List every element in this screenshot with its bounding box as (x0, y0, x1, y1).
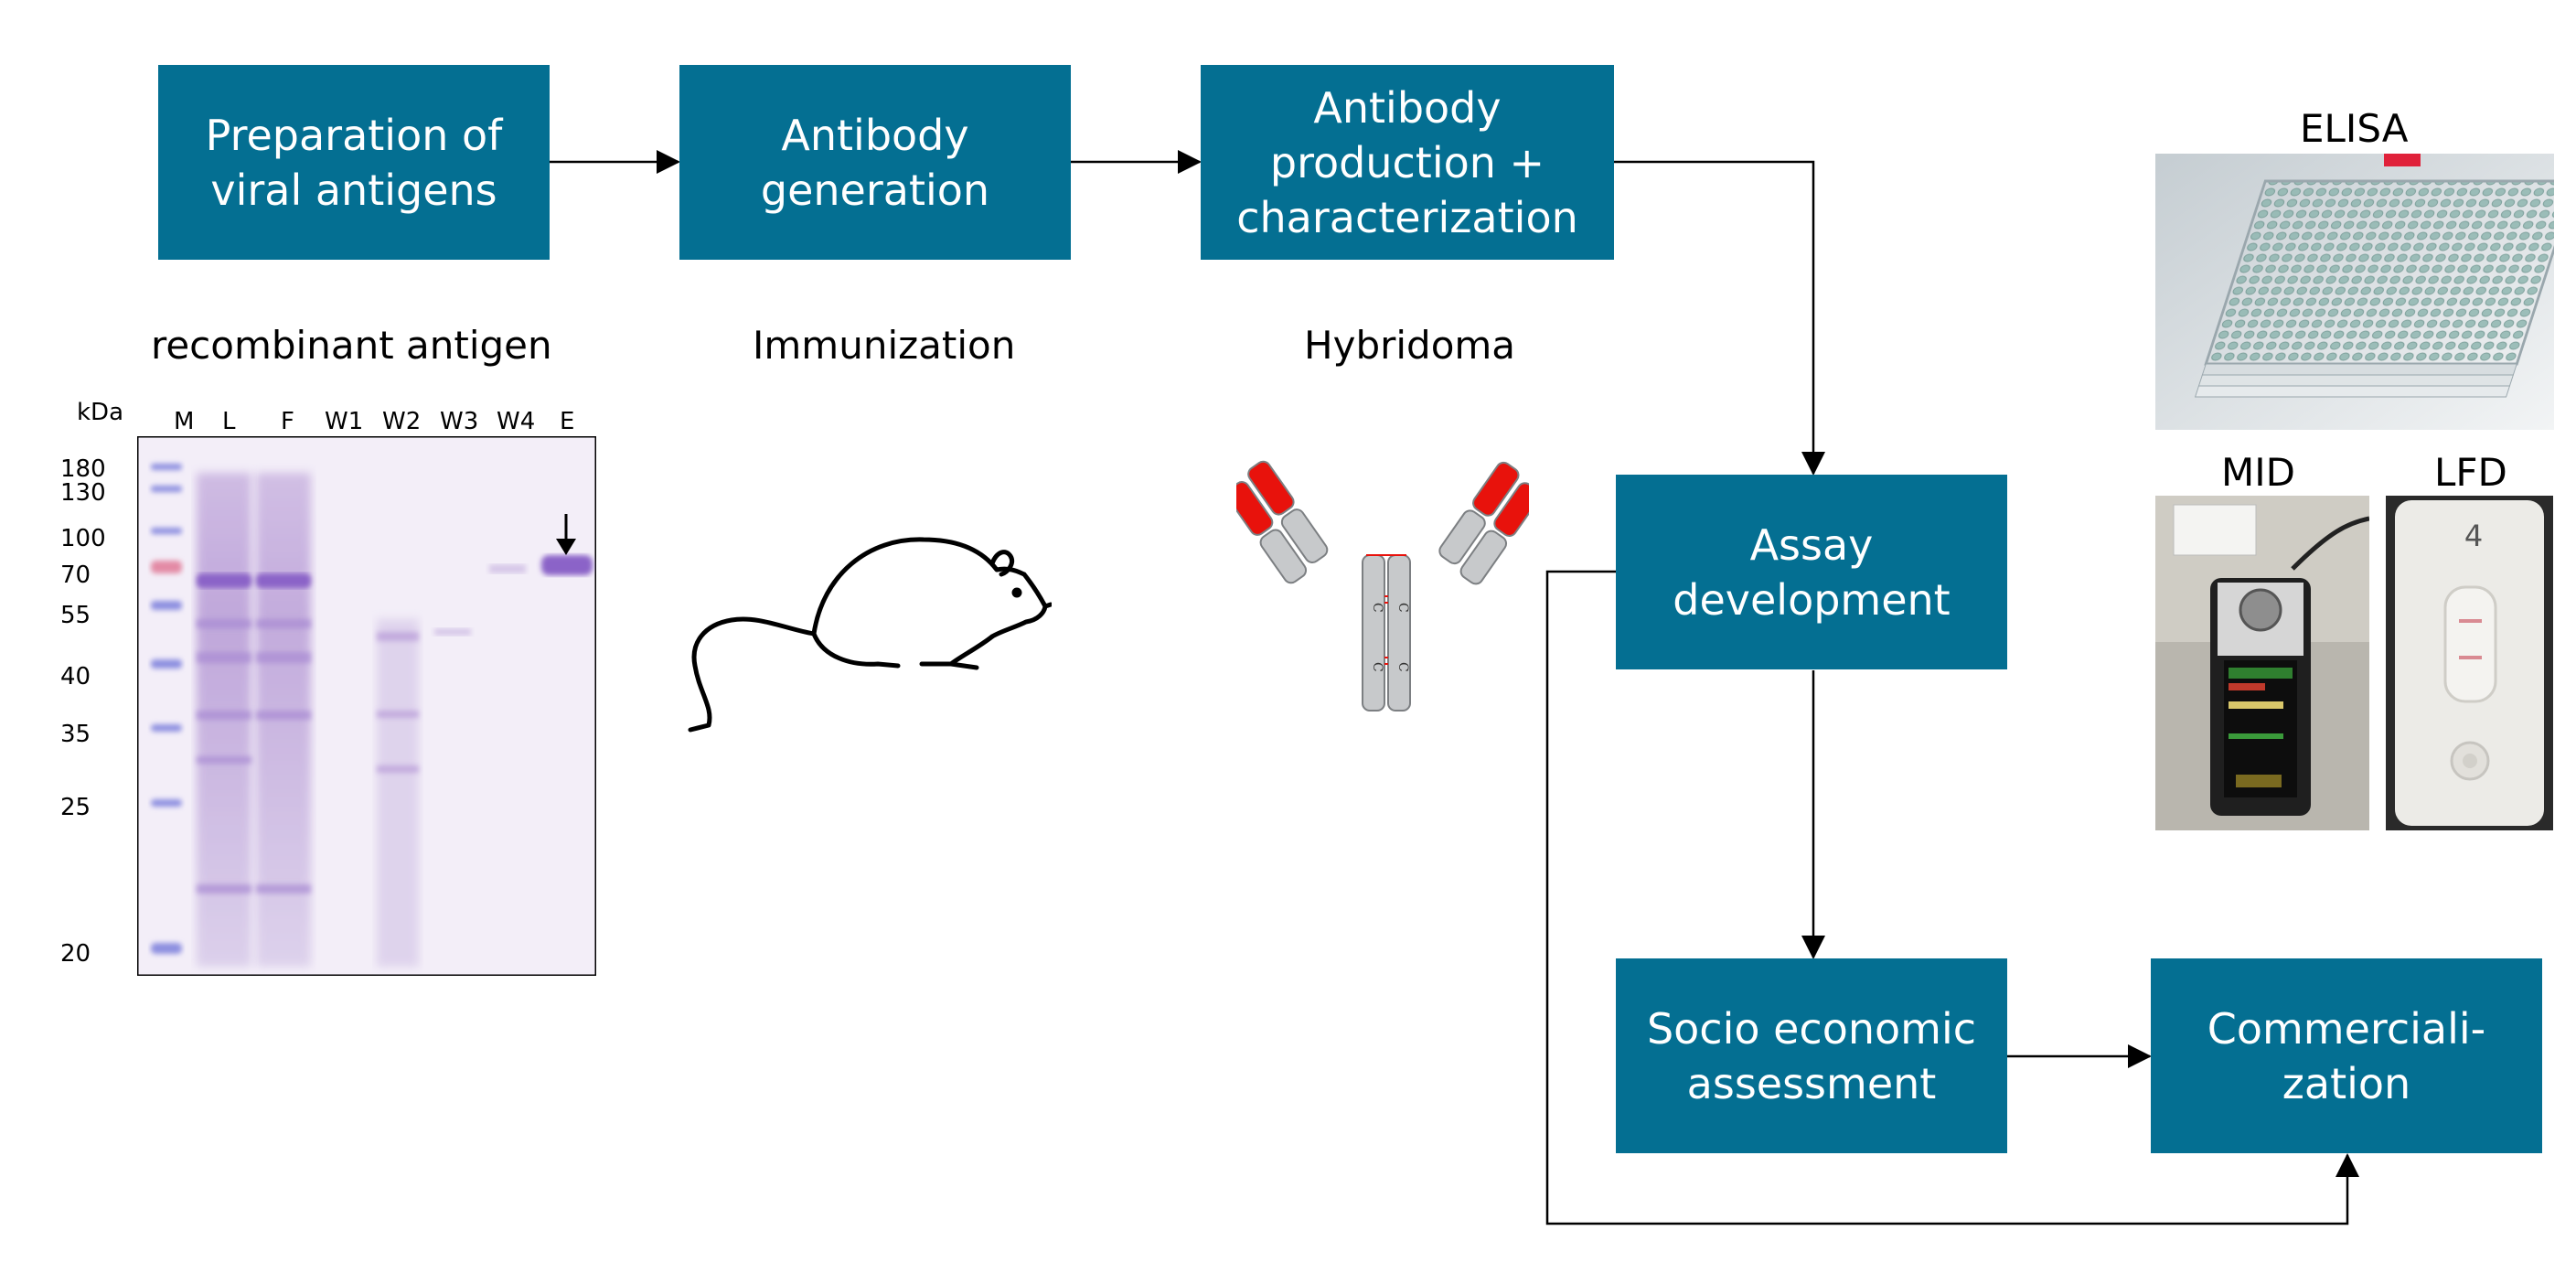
gel-marker-label: 55 (60, 602, 91, 629)
label-recombinant-antigen: recombinant antigen (151, 323, 552, 368)
gel-marker-label: 25 (60, 794, 91, 821)
mouse-illustration (688, 537, 1052, 733)
gel-marker-label: 40 (60, 663, 91, 690)
gel-unit-label: kDa (77, 399, 124, 426)
gel-marker-label: 130 (60, 479, 106, 507)
gel-lane-label: W1 (325, 408, 364, 435)
sds-gel-image (137, 436, 596, 976)
arrow-production-to-assay (1614, 160, 1825, 476)
gel-lane-label: E (560, 408, 575, 435)
gel-marker-label: 100 (60, 525, 106, 552)
svg-text:4: 4 (2464, 519, 2483, 553)
label-immunization: Immunization (753, 323, 1016, 368)
label-lfd: LFD (2434, 450, 2507, 495)
gel-marker-label: 180 (60, 455, 106, 483)
gel-lane-label: L (222, 408, 236, 435)
antibody-illustration: C C C C (1236, 460, 1529, 712)
box-commercialization: Commerciali-zation (2151, 958, 2542, 1153)
mid-device-photo (2155, 496, 2369, 830)
svg-text:C: C (1370, 662, 1384, 672)
gel-lane-label: F (281, 408, 294, 435)
label-elisa: ELISA (2300, 106, 2409, 151)
gel-lane-label: M (174, 408, 195, 435)
gel-marker-label: 70 (60, 562, 91, 589)
label-mid: MID (2221, 450, 2295, 495)
gel-lane-label: W4 (497, 408, 536, 435)
gel-lane-label: W3 (440, 408, 479, 435)
gel-marker-label: 35 (60, 721, 91, 748)
svg-text:C: C (1395, 603, 1410, 613)
gel-marker-label: 20 (60, 940, 91, 968)
arrow-assay-to-commercial (1545, 570, 2359, 1225)
label-hybridoma: Hybridoma (1304, 323, 1516, 368)
lfd-device-photo: 4 (2386, 496, 2553, 830)
svg-text:C: C (1370, 603, 1384, 613)
elisa-plate-photo (2155, 154, 2554, 430)
svg-text:C: C (1395, 662, 1410, 672)
gel-lane-label: W2 (382, 408, 422, 435)
